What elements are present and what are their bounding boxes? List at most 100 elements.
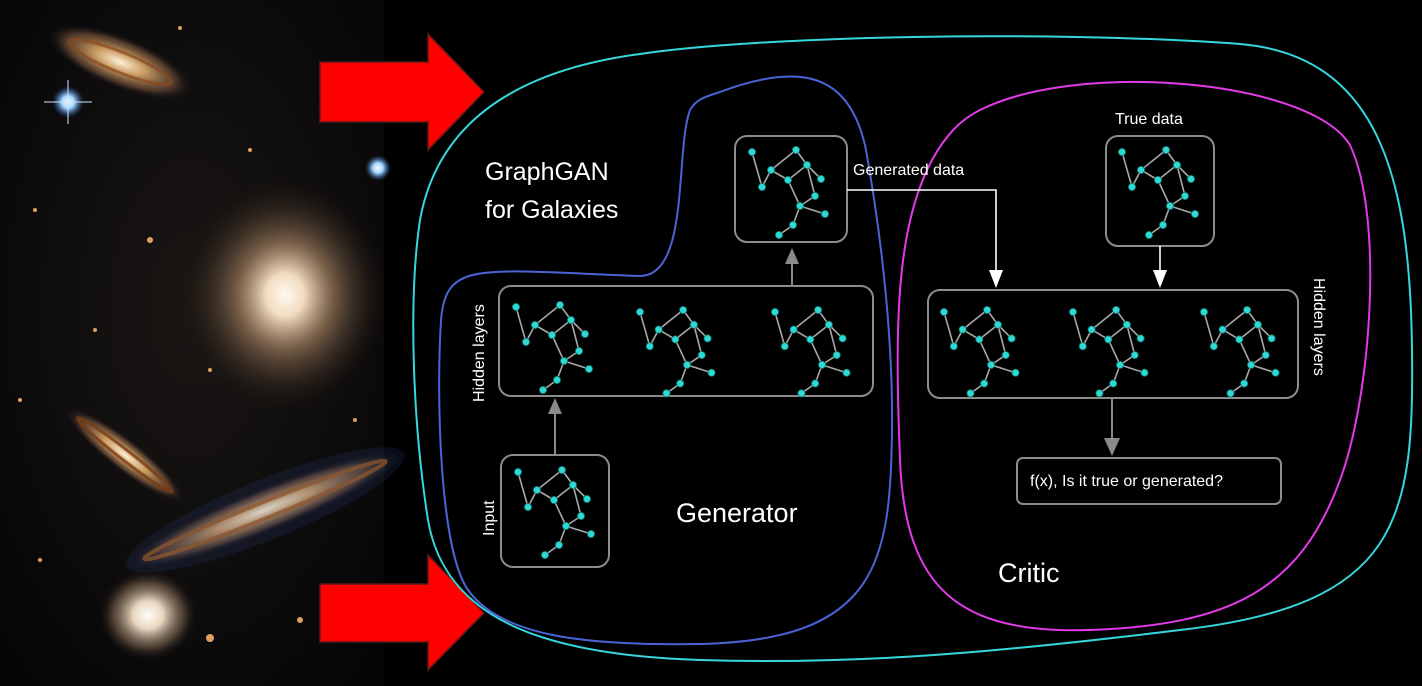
graph-node: [550, 495, 559, 504]
graph-node: [581, 329, 590, 338]
graph-edge: [997, 324, 1007, 356]
graph-edge: [1072, 311, 1084, 347]
graph-node: [703, 334, 712, 343]
graph-edge: [990, 364, 1016, 374]
graph-node: [522, 337, 531, 346]
graph-node: [583, 494, 592, 503]
graph-edge: [572, 484, 582, 517]
graph-node: [1137, 165, 1146, 174]
graph-edge: [751, 151, 763, 188]
graph-node: [758, 182, 767, 191]
graph-edge: [774, 311, 786, 347]
graph-node: [585, 364, 594, 373]
graph-edge: [693, 324, 703, 356]
generator-label: Generator: [676, 498, 798, 528]
generated-data-box: [734, 135, 848, 243]
graph-node: [949, 342, 958, 351]
graph-icon: [940, 305, 1020, 398]
graph-edge: [1126, 324, 1136, 356]
graph-node: [1118, 147, 1127, 156]
graph-node: [1140, 368, 1149, 377]
background-stars: [18, 26, 357, 642]
graph-node: [1243, 305, 1252, 314]
elliptical-galaxy-small: [98, 569, 198, 661]
graph-edge: [1169, 205, 1196, 215]
graph-node: [771, 307, 780, 316]
graph-node: [1181, 191, 1190, 200]
graph-edge: [793, 309, 819, 331]
graph-icon: [636, 305, 716, 398]
graph-edge: [770, 149, 797, 171]
graph-node: [1116, 360, 1125, 369]
elliptical-galaxy: [180, 177, 390, 413]
graph-edge: [1203, 311, 1215, 347]
graph-node: [577, 512, 586, 521]
graph-node: [784, 175, 793, 184]
graph-node: [792, 145, 801, 154]
graph-icon: [1069, 305, 1149, 398]
graph-node: [966, 389, 975, 398]
graph-edge: [1121, 151, 1133, 188]
graph-node: [958, 325, 967, 334]
graph-node: [671, 335, 680, 344]
graph-node: [707, 368, 716, 377]
graph-node: [1069, 307, 1078, 316]
graph-node: [662, 389, 671, 398]
output-label: f(x), Is it true or generated?: [1030, 473, 1223, 490]
true-data-label: True data: [1115, 111, 1183, 128]
graph-node: [818, 360, 827, 369]
graph-node: [1104, 335, 1113, 344]
star-right: [365, 155, 391, 181]
graph-edge: [1157, 164, 1178, 181]
graph-edge: [806, 164, 816, 197]
graph-node: [1209, 342, 1218, 351]
graph-edge: [787, 164, 808, 181]
graph-edge: [570, 319, 580, 352]
graph-node: [1247, 360, 1256, 369]
graph-edge: [517, 471, 529, 508]
graph-node: [1261, 351, 1270, 360]
graph-edge: [1222, 309, 1248, 331]
graph-edge: [565, 525, 592, 535]
graph-node: [993, 320, 1002, 329]
graph-node: [811, 191, 820, 200]
graph-node: [1145, 230, 1154, 239]
graph-node: [980, 379, 989, 388]
spiral-galaxy-diagonal: [125, 450, 405, 570]
graph-icon: [514, 465, 596, 560]
graph-edge: [962, 309, 988, 331]
graph-edge: [553, 499, 567, 527]
graph-edge: [1091, 309, 1117, 331]
graph-node: [558, 465, 567, 474]
graph-node: [1007, 334, 1016, 343]
hidden-layers-left-label: Hidden layers: [471, 304, 488, 402]
graph-node: [806, 335, 815, 344]
graph-edge: [1250, 364, 1276, 374]
input-label: Input: [481, 500, 498, 536]
graph-node: [1130, 351, 1139, 360]
graph-edge: [1107, 339, 1121, 366]
graph-icon: [1118, 145, 1200, 239]
graph-node: [1122, 320, 1131, 329]
spiral-galaxy-top: [47, 24, 193, 100]
graph-node: [1267, 334, 1276, 343]
graph-icon: [512, 300, 594, 394]
graph-node: [1087, 325, 1096, 334]
graph-edge: [978, 339, 992, 366]
graph-node: [1187, 174, 1196, 183]
graph-edge: [1176, 164, 1186, 197]
graph-node: [569, 480, 578, 489]
graph-edge: [551, 334, 565, 362]
generated-data-label: Generated data: [853, 162, 964, 179]
graph-edge: [551, 319, 572, 336]
graph-node: [587, 530, 596, 539]
diagram-title-line1: GraphGAN: [485, 158, 609, 186]
graph-node: [539, 385, 548, 394]
red-arrow-bottom-icon: [319, 553, 486, 672]
graph-node: [676, 379, 685, 388]
graph-node: [555, 541, 564, 550]
generator-hidden-layers-box: [498, 285, 874, 397]
graph-node: [775, 230, 784, 239]
graph-node: [821, 209, 830, 218]
